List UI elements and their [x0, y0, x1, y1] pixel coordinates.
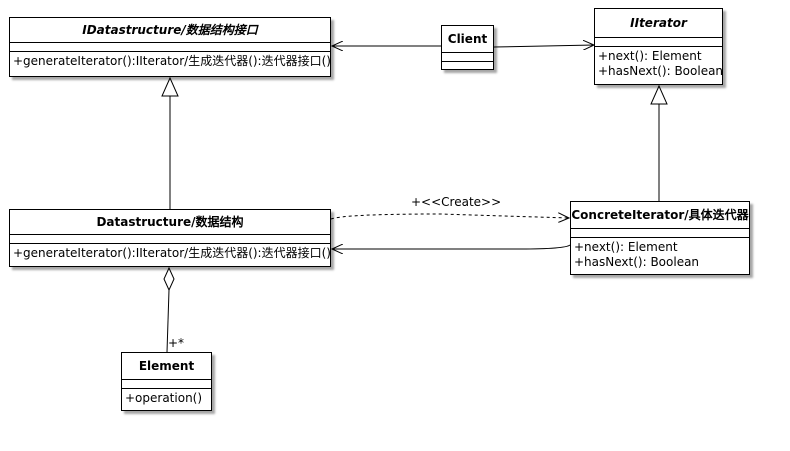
operation: +generateIterator():IIterator/生成迭代器():迭代…	[13, 246, 331, 260]
operation: +next(): Element	[574, 240, 678, 254]
multiplicity-label: +*	[168, 336, 185, 350]
aggregation-line	[166, 289, 170, 353]
class-iiterator[interactable]: IIterator +next(): Element +hasNext(): B…	[594, 8, 723, 85]
generalization-concreteiterator-triangle	[650, 84, 668, 105]
class-concreteiterator[interactable]: ConcreteIterator/具体迭代器 +next(): Element …	[570, 201, 750, 275]
class-concreteiterator-attributes	[571, 229, 749, 238]
class-concreteiterator-operations: +next(): Element +hasNext(): Boolean	[571, 238, 749, 272]
class-element-name: Element	[122, 353, 211, 380]
class-idatastructure-attributes	[10, 43, 330, 52]
operation: +hasNext(): Boolean	[598, 64, 724, 78]
class-datastructure-attributes	[10, 235, 330, 244]
class-element-attributes	[122, 380, 211, 389]
operation: +operation()	[125, 391, 203, 405]
class-concreteiterator-name: ConcreteIterator/具体迭代器	[571, 202, 749, 229]
operation: +next(): Element	[598, 49, 702, 63]
class-client-attributes	[442, 53, 493, 62]
class-datastructure-name: Datastructure/数据结构	[10, 210, 330, 235]
class-element[interactable]: Element +operation()	[121, 352, 212, 411]
aggregation-diamond	[163, 266, 175, 292]
association-concreteiterator-datastructure	[332, 245, 571, 249]
class-iiterator-name: IIterator	[595, 9, 722, 38]
dependency-create	[330, 214, 569, 219]
generalization-datastructure-triangle	[161, 76, 179, 97]
create-stereotype-label: +<<Create>>	[411, 195, 502, 209]
class-client-name: Client	[442, 26, 493, 53]
class-datastructure-operations: +generateIterator():IIterator/生成迭代器():迭代…	[10, 244, 331, 263]
class-idatastructure-name: IDatastructure/数据结构接口	[10, 18, 330, 43]
class-idatastructure-operations: +generateIterator():IIterator/生成迭代器():迭代…	[10, 52, 331, 71]
class-datastructure[interactable]: Datastructure/数据结构 +generateIterator():I…	[9, 209, 331, 267]
operation: +generateIterator():IIterator/生成迭代器():迭代…	[13, 54, 331, 68]
operation: +hasNext(): Boolean	[574, 255, 700, 269]
class-client[interactable]: Client	[441, 25, 494, 70]
class-idatastructure[interactable]: IDatastructure/数据结构接口 +generateIterator(…	[9, 17, 331, 77]
class-element-operations: +operation()	[122, 389, 211, 408]
class-iiterator-operations: +next(): Element +hasNext(): Boolean	[595, 47, 724, 81]
association-client-iiterator	[493, 45, 594, 47]
class-iiterator-attributes	[595, 38, 722, 47]
class-client-operations	[442, 62, 493, 71]
